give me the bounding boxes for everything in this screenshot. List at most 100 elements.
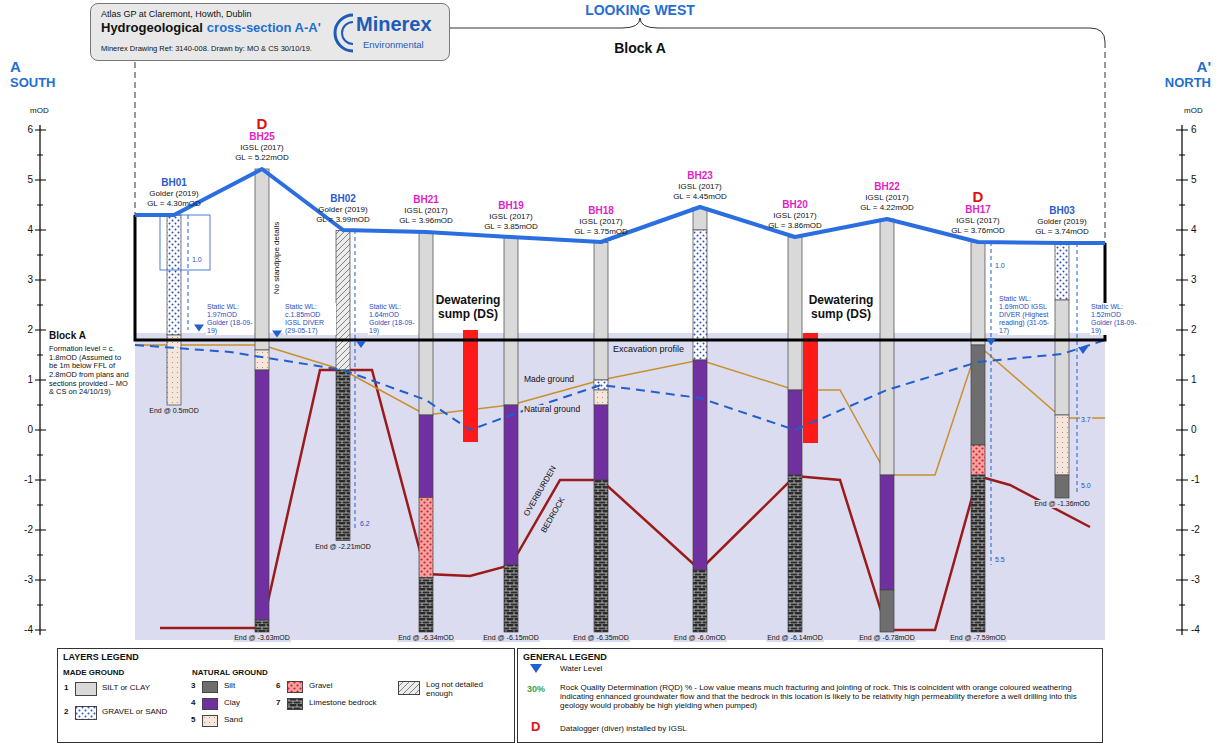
minor-tick [37, 355, 1185, 356]
legend-swatch [202, 698, 218, 710]
formation-level [135, 215, 1105, 340]
minor-tick [37, 505, 1185, 506]
axis-tick: 2 [1191, 324, 1197, 336]
major-tick [35, 529, 1188, 530]
axis-tick: -4 [1191, 624, 1200, 636]
logo-arc [342, 22, 353, 44]
logger-mark: D [973, 188, 984, 205]
end-depth: End @ -6.0mOD [673, 634, 727, 642]
standpipe [188, 215, 1077, 565]
minor-tick [37, 155, 1185, 156]
borehole-layer [167, 335, 181, 405]
major-tick [35, 179, 1188, 180]
wl-note: Static WL: 1.52mOD Golder (18-09-19) [1090, 303, 1142, 335]
bh-src: Golder (2019) [318, 205, 367, 214]
legend-text: Limestone bedrock [309, 698, 377, 707]
axis-tick: 3 [1191, 274, 1197, 286]
axis-tick: 5 [27, 174, 33, 186]
axis-tick: -3 [24, 574, 33, 586]
bh-src: Golder (2019) [149, 189, 198, 198]
legend-sample [75, 706, 97, 720]
borehole-layer [504, 238, 518, 406]
rqd-sample: 30% [527, 684, 545, 694]
wl-note: Static WL: c.1.85mOD IGSL DIVER (29-05-1… [284, 303, 336, 335]
legend-number: 3 [191, 681, 195, 690]
borehole-layer [880, 219, 894, 475]
legend-number: 4 [191, 698, 195, 707]
legend-number: 7 [276, 698, 280, 707]
borehole-layer [255, 370, 269, 620]
borehole-layer [971, 445, 985, 475]
layer-boundary: Natural ground [523, 405, 581, 415]
borehole-layer [504, 565, 518, 632]
bh-src: GL = 4.30mOD [147, 199, 201, 208]
water-table [135, 340, 1105, 430]
bh-src: GL = 3.96mOD [399, 216, 453, 225]
dewatering-sump [803, 333, 818, 443]
borehole-layer [336, 231, 350, 371]
node-text: Environmental [363, 40, 424, 51]
bh-src: GL = 4.45mOD [673, 192, 727, 201]
node-text: Minerex Drawing Ref: 3140-008. Drawn by:… [101, 45, 312, 54]
bh-name: BH02 [330, 193, 356, 205]
water-level-mark [194, 325, 204, 332]
logger-key: D [531, 720, 540, 735]
nsp-note: No standpipe details [272, 222, 281, 295]
borehole-layer [1055, 475, 1069, 498]
borehole-layer [255, 620, 269, 632]
bh-name: BH03 [1049, 205, 1075, 217]
major-tick [35, 479, 1188, 480]
end-depth: End @ -1.36mOD [1033, 500, 1091, 508]
water-level-mark [272, 331, 282, 338]
node-text: Hydrogeological [101, 21, 203, 36]
block-boundary [135, 42, 1105, 243]
bh-src: GL = 3.75mOD [574, 227, 628, 236]
borehole-layer [693, 570, 707, 632]
legend-swatch [202, 681, 218, 693]
axis-tick: 5 [1191, 174, 1197, 186]
bh-name: BH25 [249, 131, 275, 143]
logger-mark: D [257, 115, 268, 132]
borehole-layer [419, 232, 433, 415]
legend-text: Clay [224, 698, 240, 707]
legend-sample [530, 664, 542, 673]
bh-name: BH23 [687, 170, 713, 182]
axis-ticks [35, 130, 1188, 630]
bh-src: GL = 5.22mOD [235, 153, 289, 162]
axis-tick: 4 [27, 224, 33, 236]
bh-name: BH18 [588, 205, 614, 217]
block-title: Block A [614, 40, 666, 56]
bh-src: IGSL (2017) [773, 211, 816, 220]
axis-tick: 4 [1191, 224, 1197, 236]
axis-tick: 1 [27, 374, 33, 386]
axis-tick: 6 [27, 124, 33, 136]
minor-tick [37, 255, 1185, 256]
bh-src: IGSL (2017) [865, 193, 908, 202]
major-tick [35, 429, 1188, 430]
bh-src: IGSL (2017) [489, 212, 532, 221]
borehole-layer [594, 243, 608, 381]
bh-name: BH20 [782, 199, 808, 211]
legend-text: Silt [224, 681, 235, 690]
bh01-frame [160, 215, 210, 270]
sump-label: Dewatering sump (DS) [429, 294, 507, 322]
bh-name: BH21 [413, 194, 439, 206]
pattern-swatch [288, 699, 303, 710]
bh-src: IGSL (2017) [579, 217, 622, 226]
borehole-layer [1055, 243, 1069, 300]
borehole-layer [788, 237, 802, 390]
bh-src: GL = 3.74mOD [1035, 227, 1089, 236]
depth-mark: 1.0 [994, 262, 1006, 270]
axis-tick: -3 [1191, 574, 1200, 586]
minor-tick [37, 405, 1185, 406]
formation-note: Formation level = c. 1.8mOD (Assumed to … [49, 345, 131, 397]
end-depth: End @ -6.14mOD [766, 634, 824, 642]
depth-mark: 6.2 [359, 520, 371, 528]
bh-src: GL = 3.99mOD [316, 215, 370, 224]
borehole-layer [1055, 415, 1069, 475]
borehole-layer [971, 242, 985, 345]
borehole-layer [594, 405, 608, 480]
axis-tick: -4 [24, 624, 33, 636]
legend-sample [287, 681, 303, 693]
node-text: MADE GROUND [63, 668, 124, 677]
